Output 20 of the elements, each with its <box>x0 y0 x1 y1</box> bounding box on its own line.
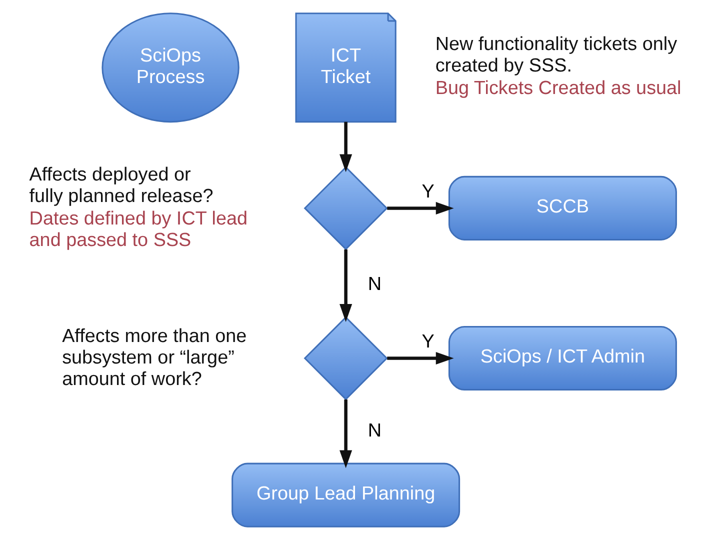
node-diamond <box>304 166 388 250</box>
edge-label: N <box>368 420 382 442</box>
arrow <box>387 202 454 214</box>
arrow <box>387 352 454 365</box>
node-label: Affects more than one subsystem or “large” amount of work? <box>62 326 247 390</box>
node-ellipse: SciOps Process <box>102 12 240 123</box>
edge-label: Y <box>422 332 434 353</box>
node-box: SciOps / ICT Admin <box>448 326 677 391</box>
edge-label: N <box>368 274 382 296</box>
node-box: Group Lead Planning <box>232 462 460 528</box>
arrow <box>340 399 352 468</box>
node-label: Dates defined by ICT lead and passed to SSS <box>29 208 248 252</box>
node-label: Affects deployed or fully planned release? <box>29 164 214 207</box>
node-diamond <box>304 316 388 400</box>
arrow <box>340 122 352 172</box>
edge-label: Y <box>422 181 434 202</box>
node-box: SCCB <box>448 176 677 240</box>
label: Bug Tickets Created as usual <box>435 78 682 100</box>
label: New functionality tickets only created by SSS. <box>435 34 678 76</box>
arrow <box>340 249 352 322</box>
